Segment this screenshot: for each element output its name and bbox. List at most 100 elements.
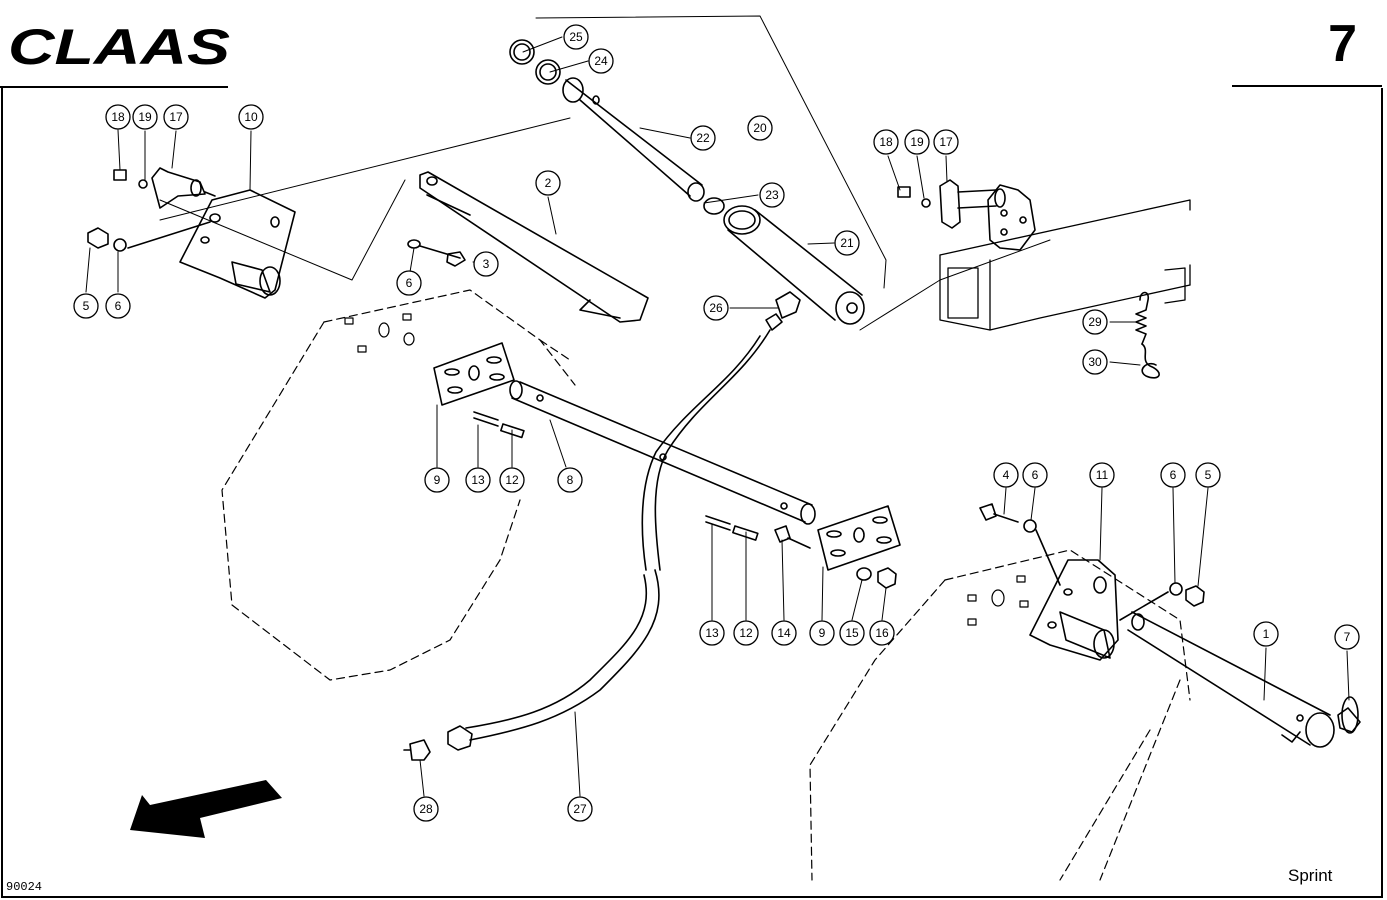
callout-circle	[809, 620, 835, 646]
part-8-shaft	[509, 380, 816, 525]
callout-c10: 10	[238, 104, 264, 130]
callout-c18-right: 18	[873, 129, 899, 155]
part-10-left-bracket	[179, 189, 296, 299]
callout-circle	[690, 125, 716, 151]
callout-label: 26	[709, 301, 723, 315]
callout-label: 17	[169, 110, 183, 124]
callout-label: 6	[1170, 468, 1177, 482]
callout-circle	[105, 293, 131, 319]
left-nut-washer	[87, 221, 211, 252]
callout-circle	[1253, 621, 1279, 647]
callout-circle	[1089, 462, 1115, 488]
callout-circle	[869, 620, 895, 646]
callout-label: 18	[879, 135, 893, 149]
right-pin-assembly	[897, 179, 1036, 251]
callout-label: 18	[111, 110, 125, 124]
callout-label: 5	[83, 299, 90, 313]
callout-c25-top: 25	[563, 24, 589, 50]
callout-leaders	[85, 36, 1350, 797]
left-frame-holes	[344, 313, 415, 353]
callout-c3: 3	[473, 251, 499, 277]
part-27-hose	[403, 329, 771, 761]
page-number: 7	[1328, 15, 1357, 73]
document-code: 90024	[6, 880, 43, 894]
left-pin-assembly	[113, 167, 216, 209]
callout-circle	[567, 796, 593, 822]
callout-circle	[703, 295, 729, 321]
callout-circle	[73, 293, 99, 319]
callout-label: 30	[1088, 355, 1102, 369]
brand-logo-text: CLAAS	[8, 24, 230, 70]
callout-c22: 22	[690, 125, 716, 151]
callout-c13-left: 13	[465, 467, 491, 493]
callout-label: 3	[483, 257, 490, 271]
callout-circle	[535, 170, 561, 196]
callout-c6-r2: 6	[1160, 462, 1186, 488]
callout-circle	[1160, 462, 1186, 488]
callout-circle	[1195, 462, 1221, 488]
part-21-lower-tube	[723, 205, 865, 325]
callout-c29: 29	[1082, 309, 1108, 335]
callout-c6-left: 6	[105, 293, 131, 319]
callout-circle	[563, 24, 589, 50]
callout-c7: 7	[1334, 624, 1360, 650]
callout-label: 20	[753, 121, 767, 135]
callout-c4: 4	[993, 462, 1019, 488]
callout-circle	[747, 115, 773, 141]
callout-label: 28	[419, 802, 433, 816]
callout-circle	[699, 620, 725, 646]
callout-label: 19	[910, 135, 924, 149]
callout-circle	[834, 230, 860, 256]
right-nut-washer	[1119, 582, 1205, 621]
callout-circle	[759, 182, 785, 208]
right-frame-outline	[809, 549, 1191, 881]
frame-left	[1, 88, 3, 898]
callout-label: 21	[840, 236, 854, 250]
callout-c9-mid: 9	[809, 620, 835, 646]
callout-circle	[132, 104, 158, 130]
callout-label: 12	[505, 473, 519, 487]
brand-logo: CLAAS	[8, 24, 230, 70]
callout-c15: 15	[839, 620, 865, 646]
callout-c9-left: 9	[424, 467, 450, 493]
callout-c1: 1	[1253, 621, 1279, 647]
callout-circle	[1022, 462, 1048, 488]
part-9-left-plate	[433, 342, 515, 406]
callout-circle	[1334, 624, 1360, 650]
model-name: Sprint	[1288, 866, 1333, 885]
callout-circle	[873, 129, 899, 155]
callout-label: 27	[573, 802, 587, 816]
part-22-upper-tube	[509, 39, 725, 215]
callout-circle	[163, 104, 189, 130]
callout-label: 16	[875, 626, 889, 640]
callout-circle	[424, 467, 450, 493]
callout-c30: 30	[1082, 349, 1108, 375]
spring-and-clip	[1135, 291, 1160, 379]
callout-circle	[839, 620, 865, 646]
mid-pins-bolt	[705, 515, 811, 549]
callout-label: 13	[705, 626, 719, 640]
callout-label: 1	[1263, 627, 1270, 641]
callout-label: 19	[138, 110, 152, 124]
callout-c6-mid: 6	[396, 270, 422, 296]
callout-c20: 20	[747, 115, 773, 141]
callout-label: 22	[696, 131, 710, 145]
callout-c17-right: 17	[933, 129, 959, 155]
header-rule-right	[1232, 85, 1382, 87]
callout-label: 13	[471, 473, 485, 487]
frame-right	[1381, 88, 1383, 898]
callout-label: 11	[1096, 468, 1109, 482]
callout-label: 9	[819, 626, 826, 640]
callout-label: 14	[777, 626, 791, 640]
callout-c21: 21	[834, 230, 860, 256]
callout-circle	[588, 48, 614, 74]
callout-circle	[465, 467, 491, 493]
callout-label: 5	[1205, 468, 1212, 482]
right-frame-holes	[967, 575, 1029, 626]
callout-label: 6	[115, 299, 122, 313]
callout-c12-mid: 12	[733, 620, 759, 646]
callout-label: 29	[1088, 315, 1102, 329]
top-frame-rail	[939, 199, 1191, 331]
part-9-mid-plate	[817, 505, 901, 571]
